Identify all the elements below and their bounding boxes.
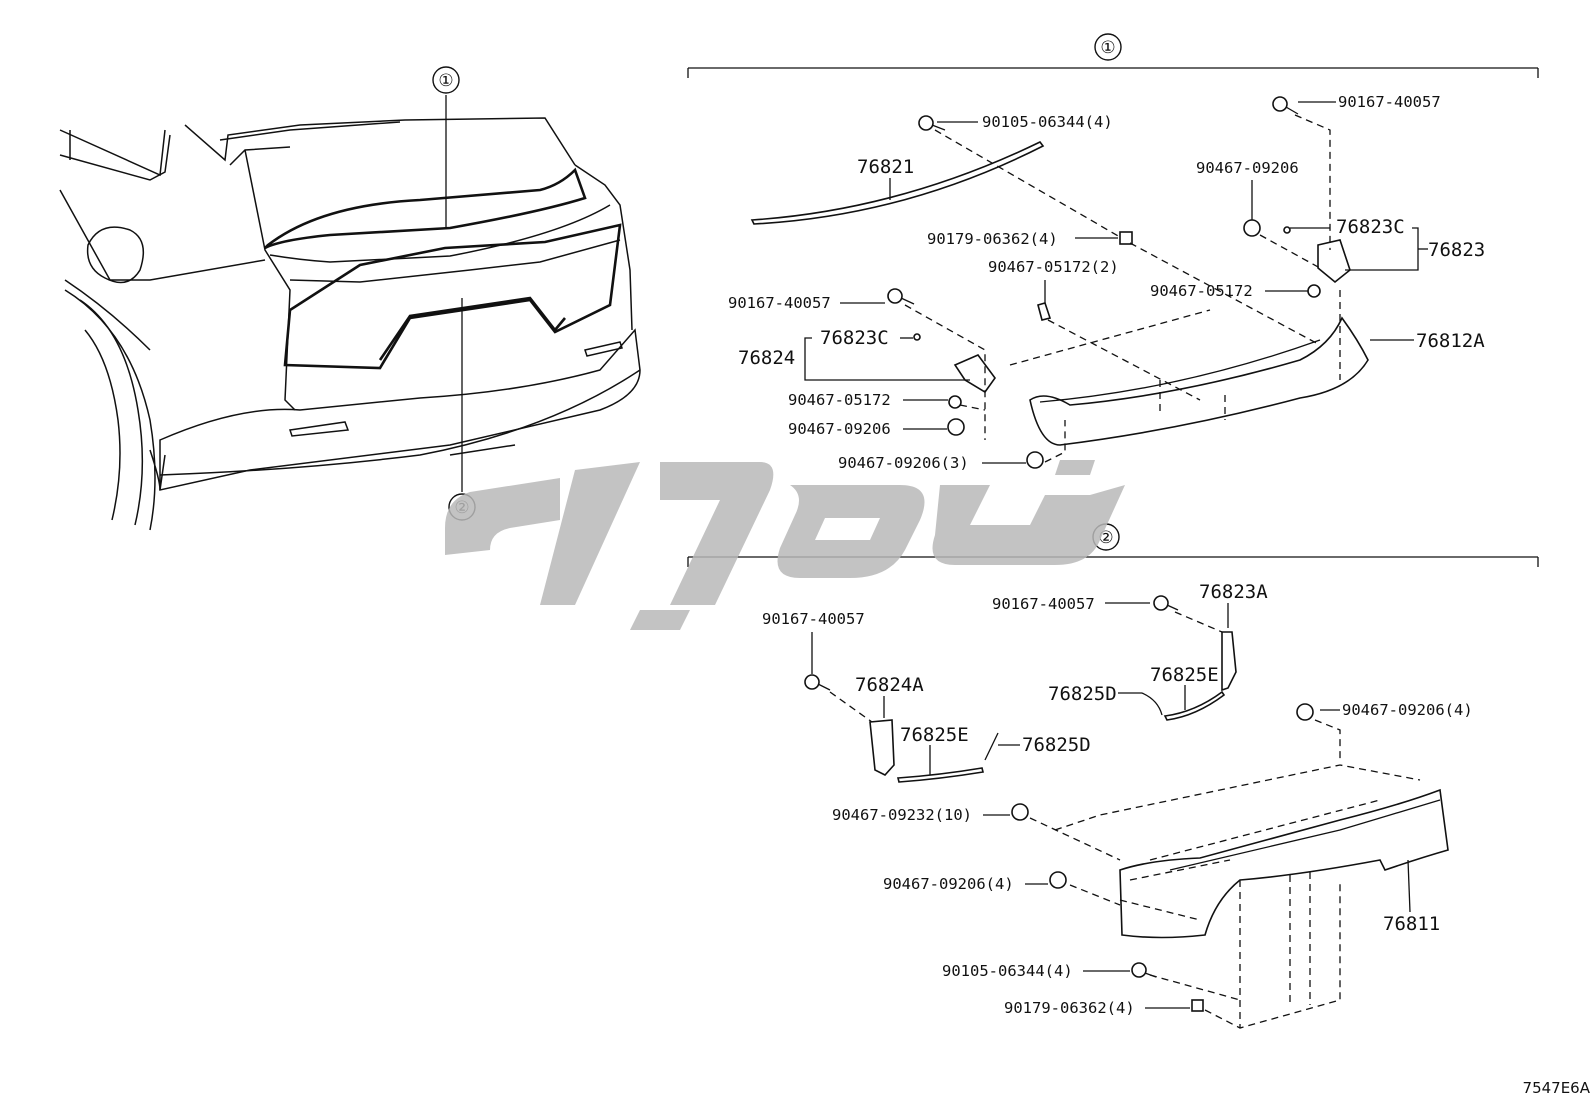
- part-76821-strip: [750, 140, 1045, 225]
- group1-bracket: ①: [687, 33, 1539, 78]
- label-90179-06362-4-b: 90179-06362(4): [1004, 999, 1135, 1017]
- label-90467-09232-10: 90467-09232(10): [832, 806, 972, 824]
- group1-parts: 90105-06344(4) 76821 90179-06362(4) 9046…: [728, 93, 1485, 472]
- leader-lines-group2: [811, 602, 1411, 1009]
- car-callout-1: [432, 66, 460, 94]
- label-76823A: 76823A: [1199, 581, 1268, 603]
- label-76823: 76823: [1428, 239, 1485, 261]
- labels-group1: 90105-06344(4) 76821 90179-06362(4) 9046…: [728, 93, 1485, 472]
- part-76823A: [1221, 631, 1237, 692]
- assembly-lines-group1: [904, 114, 1341, 463]
- part-76811-garnish: [1119, 788, 1449, 939]
- car-callout-1-text: ①: [438, 71, 453, 91]
- label-76811: 76811: [1383, 913, 1440, 935]
- label-90467-09206-a: 90467-09206: [1196, 159, 1299, 177]
- label-90167-40057-b: 90167-40057: [1338, 93, 1441, 111]
- label-76825D-b: 76825D: [1022, 734, 1091, 756]
- labels-group2: 90167-40057 76823A 76825E 76825D 90467-0…: [762, 581, 1473, 1017]
- label-76825E-b: 76825E: [900, 724, 969, 746]
- part-76824A: [869, 719, 895, 776]
- label-76824A: 76824A: [855, 674, 924, 696]
- fastener-icons-group2: [804, 595, 1314, 1012]
- label-76825D-a: 76825D: [1048, 683, 1117, 705]
- label-90105-06344-4-b: 90105-06344(4): [942, 962, 1073, 980]
- label-90167-40057-a: 90167-40057: [728, 294, 831, 312]
- label-90467-05172-2: 90467-05172(2): [988, 258, 1119, 276]
- label-76825E-a: 76825E: [1150, 664, 1219, 686]
- label-90467-05172-b: 90467-05172: [788, 391, 891, 409]
- group2-parts: 90167-40057 76823A 76825E 76825D 90467-0…: [762, 581, 1473, 1029]
- label-90467-09206-b: 90467-09206: [788, 420, 891, 438]
- watermark-logo: [445, 460, 1125, 630]
- label-76824: 76824: [738, 347, 795, 369]
- part-76812A-spoiler: [1029, 316, 1369, 446]
- label-90467-09206-4-b: 90467-09206(4): [883, 875, 1014, 893]
- label-90167-40057-c: 90167-40057: [992, 595, 1095, 613]
- group1-callout: [1094, 33, 1122, 61]
- group1-callout-text: ①: [1100, 38, 1115, 58]
- label-90179-06362-4: 90179-06362(4): [927, 230, 1058, 248]
- label-76823C-a: 76823C: [1336, 216, 1405, 238]
- car-rear-illustration: ① ②: [59, 66, 641, 531]
- label-90467-09206-4-a: 90467-09206(4): [1342, 701, 1473, 719]
- assembly-lines-group2: [829, 611, 1421, 1029]
- label-76821: 76821: [857, 156, 914, 178]
- label-90467-09206-3: 90467-09206(3): [838, 454, 969, 472]
- label-76823C-b: 76823C: [820, 327, 889, 349]
- label-90167-40057-d: 90167-40057: [762, 610, 865, 628]
- figure-code: 7547E6A: [1523, 1079, 1591, 1097]
- label-76812A: 76812A: [1416, 330, 1485, 352]
- label-90467-05172-a: 90467-05172: [1150, 282, 1253, 300]
- leader-lines-group1: [804, 101, 1428, 464]
- label-90105-06344-4: 90105-06344(4): [982, 113, 1113, 131]
- fastener-icons-group1: [887, 96, 1351, 469]
